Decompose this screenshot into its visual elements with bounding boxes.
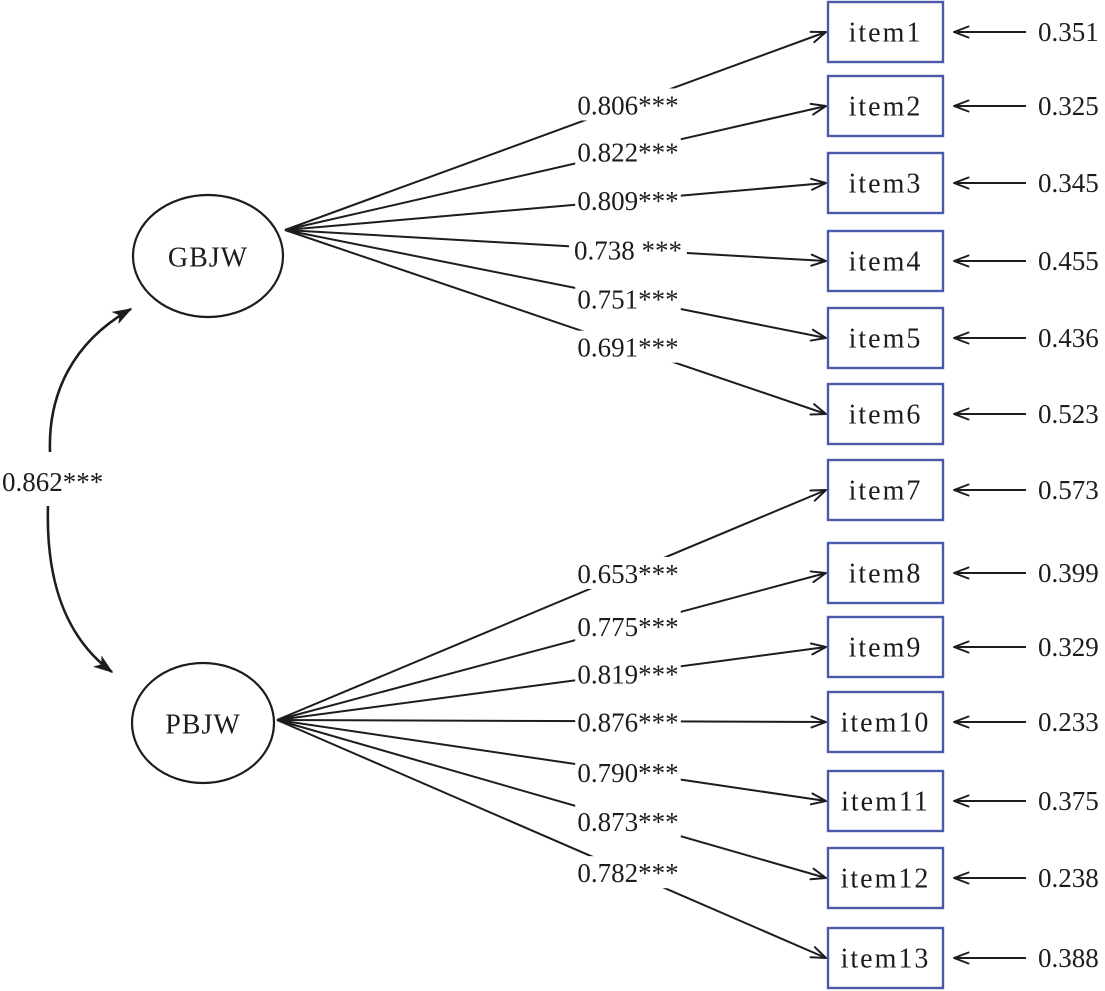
loading-label-item11: 0.790*** [577,758,678,788]
factor-correlation-arrow: 0.862*** [2,307,133,674]
loading-arrow-item5 [284,229,827,342]
error-value-item7: 0.573 [1038,475,1099,505]
loading-label-item2: 0.822*** [577,137,678,167]
item-label-item1: item1 [849,18,923,49]
loading-label-bg-item13 [575,856,681,889]
item-label-item6: item6 [849,400,923,431]
item-label-item8: item8 [849,559,923,590]
loading-label-item6: 0.691*** [577,333,678,363]
loading-label-bg-item1 [575,88,681,121]
item-label-item4: item4 [849,247,923,278]
error-value-item12: 0.238 [1038,863,1099,893]
error-value-item5: 0.436 [1038,323,1099,353]
correlation-label: 0.862*** [2,467,103,497]
error-value-item10: 0.233 [1038,707,1099,737]
loading-label-bg-item11 [575,755,681,788]
loading-arrow-item3 [284,177,827,231]
error-value-item1: 0.351 [1038,17,1099,47]
item-label-item2: item2 [849,92,923,123]
correlation-curve-upper [48,307,133,453]
item-label-item10: item10 [841,708,931,739]
latent-factor-pbjw: PBJW [130,661,276,785]
item-box-item6 [826,382,945,446]
loading-label-item3: 0.809*** [577,186,678,216]
loading-label-bg-item10 [575,705,681,738]
item-label-item12: item12 [841,864,931,895]
item-label-item13: item13 [841,944,931,975]
error-value-item6: 0.523 [1038,399,1099,429]
loading-label-item13: 0.782*** [577,858,678,888]
loading-label-bg-item4 [569,233,687,266]
loading-arrow-item7 [276,489,827,721]
loading-label-item1: 0.806*** [577,90,678,120]
loading-label-bg-item6 [575,330,681,363]
loading-arrow-item12 [276,719,827,881]
loading-label-bg-item12 [575,805,681,838]
loading-label-bg-item5 [575,282,681,315]
item-box-item13 [826,926,945,990]
item-box-item3 [826,151,945,215]
item-label-item3: item3 [849,169,923,200]
loading-label-item4: 0.738 *** [574,236,682,266]
item-box-item9 [826,615,945,679]
loading-label-item8: 0.775*** [577,612,678,642]
item-box-item12 [826,846,945,910]
item-label-item9: item9 [849,633,923,664]
item-box-item11 [826,769,945,833]
loading-arrow-item10 [276,715,827,729]
loading-label-item12: 0.873*** [577,807,678,837]
loading-arrow-item11 [276,719,827,806]
error-value-item4: 0.455 [1038,246,1099,276]
loading-label-item9: 0.819*** [577,659,678,689]
loading-label-item10: 0.876*** [577,707,678,737]
loading-arrow-item4 [284,229,827,267]
correlation-curve-lower [46,505,114,674]
loading-label-item7: 0.653*** [577,559,678,589]
gbjw-ellipse [131,193,285,319]
loading-arrow-item6 [284,229,827,416]
loading-label-bg-item3 [575,184,681,217]
item-box-item2 [826,74,945,138]
item-box-item5 [826,306,945,370]
item-box-item4 [826,229,945,293]
error-value-item3: 0.345 [1038,168,1099,198]
item-box-item8 [826,541,945,605]
item-box-item10 [826,690,945,754]
loading-arrow-item2 [284,102,827,231]
generated-diagram-elements: 0.806*** item1 0.351 0.822*** item2 0.325 0.80… [276,0,1099,990]
loading-arrow-item8 [276,570,827,721]
loading-label-bg-item7 [575,556,681,589]
loading-label-item5: 0.751*** [577,284,678,314]
item-label-item11: item11 [841,787,930,818]
error-value-item2: 0.325 [1038,91,1099,121]
latent-factor-gbjw: GBJW [131,193,285,319]
gbjw-label: GBJW [168,243,248,274]
loading-arrow-item13 [276,719,827,959]
error-value-item8: 0.399 [1038,558,1099,588]
loading-label-bg-item2 [575,135,681,168]
error-value-item13: 0.388 [1038,943,1099,973]
item-box-item1 [826,0,945,64]
error-value-item9: 0.329 [1038,632,1099,662]
loading-arrow-item9 [276,642,827,721]
item-label-item5: item5 [849,324,923,355]
item-box-item7 [826,458,945,522]
loading-label-bg-item9 [575,657,681,690]
loading-arrow-item1 [284,30,827,231]
error-value-item11: 0.375 [1038,786,1099,816]
pbjw-ellipse [130,661,276,785]
pbjw-label: PBJW [165,710,241,741]
loading-label-bg-item8 [575,610,681,643]
item-label-item7: item7 [849,476,923,507]
